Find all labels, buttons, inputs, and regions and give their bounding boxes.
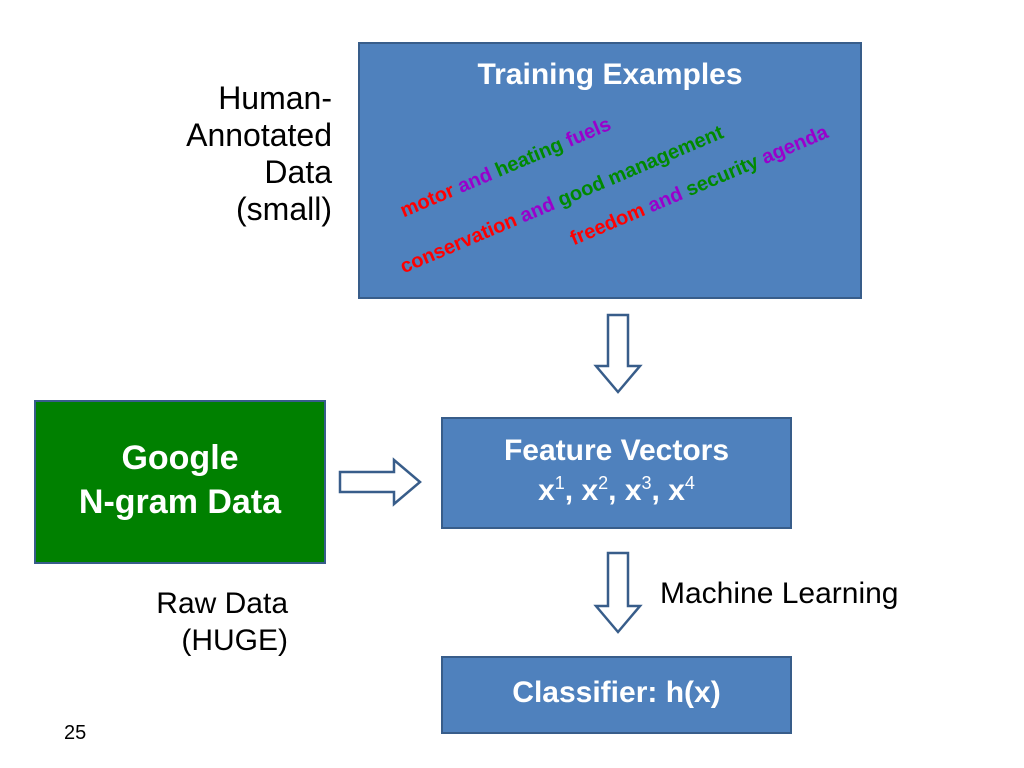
page-number: 25 bbox=[64, 722, 87, 744]
feature-var-1: x bbox=[538, 474, 555, 507]
phrase-1-word-1: motor bbox=[397, 179, 458, 223]
feature-var-3: x bbox=[624, 474, 642, 507]
feature-sup-1: 1 bbox=[554, 473, 565, 493]
feature-sep-1: , bbox=[564, 474, 582, 507]
feature-sup-3: 3 bbox=[641, 473, 652, 493]
google-line-2: N-gram Data bbox=[78, 483, 282, 521]
human-label-line-1: Human- bbox=[218, 80, 332, 116]
phrase-1-word-3: heating bbox=[492, 133, 567, 182]
phrase-2-word-3: good bbox=[554, 171, 609, 212]
feature-var-2: x bbox=[581, 474, 599, 507]
human-label-line-2: Annotated bbox=[186, 117, 332, 153]
classifier-box: Classifier: h(x) bbox=[441, 656, 792, 734]
human-label-line-4: (small) bbox=[236, 191, 332, 227]
down-arrow-icon bbox=[593, 313, 643, 394]
phrase-1-word-4: fuels bbox=[562, 113, 615, 152]
raw-data-label: Raw Data (HUGE) bbox=[100, 585, 288, 659]
feature-sep-2: , bbox=[608, 474, 625, 507]
feature-sup-2: 2 bbox=[598, 473, 609, 493]
training-examples-box: Training Examples motor and heating fuel… bbox=[358, 42, 862, 299]
down-arrow-2-icon bbox=[593, 551, 643, 634]
phrase-3-word-4: agenda bbox=[758, 121, 832, 169]
training-examples-title: Training Examples bbox=[477, 58, 743, 91]
phrase-3-word-3: security bbox=[682, 150, 762, 202]
phrase-2-word-2: and bbox=[516, 193, 559, 228]
google-ngram-box: Google N-gram Data bbox=[34, 400, 326, 564]
feature-vectors-box: Feature Vectors x1, x2, x3, x4 bbox=[441, 417, 792, 529]
phrase-3-word-2: and bbox=[644, 182, 687, 218]
feature-vectors-formula: x1, x2, x3, x4 bbox=[443, 471, 790, 511]
google-line-1: Google bbox=[121, 439, 239, 477]
feature-sup-4: 4 bbox=[684, 473, 695, 493]
phrase-3-word-1: freedom bbox=[567, 198, 649, 251]
feature-sep-3: , bbox=[651, 474, 669, 507]
human-label-line-3: Data bbox=[264, 154, 332, 190]
training-phrase-1: motor and heating fuels bbox=[397, 113, 615, 223]
machine-learning-label: Machine Learning bbox=[660, 577, 899, 610]
feature-vectors-title: Feature Vectors bbox=[503, 434, 730, 467]
right-arrow-icon bbox=[338, 457, 422, 507]
raw-label-line-2: (HUGE) bbox=[181, 624, 288, 657]
human-annotated-label: Human- Annotated Data (small) bbox=[150, 80, 332, 228]
feature-var-4: x bbox=[668, 474, 685, 507]
raw-label-line-1: Raw Data bbox=[156, 587, 288, 620]
phrase-1-word-2: and bbox=[454, 163, 496, 198]
phrase-2-word-1: conservation bbox=[397, 209, 521, 279]
